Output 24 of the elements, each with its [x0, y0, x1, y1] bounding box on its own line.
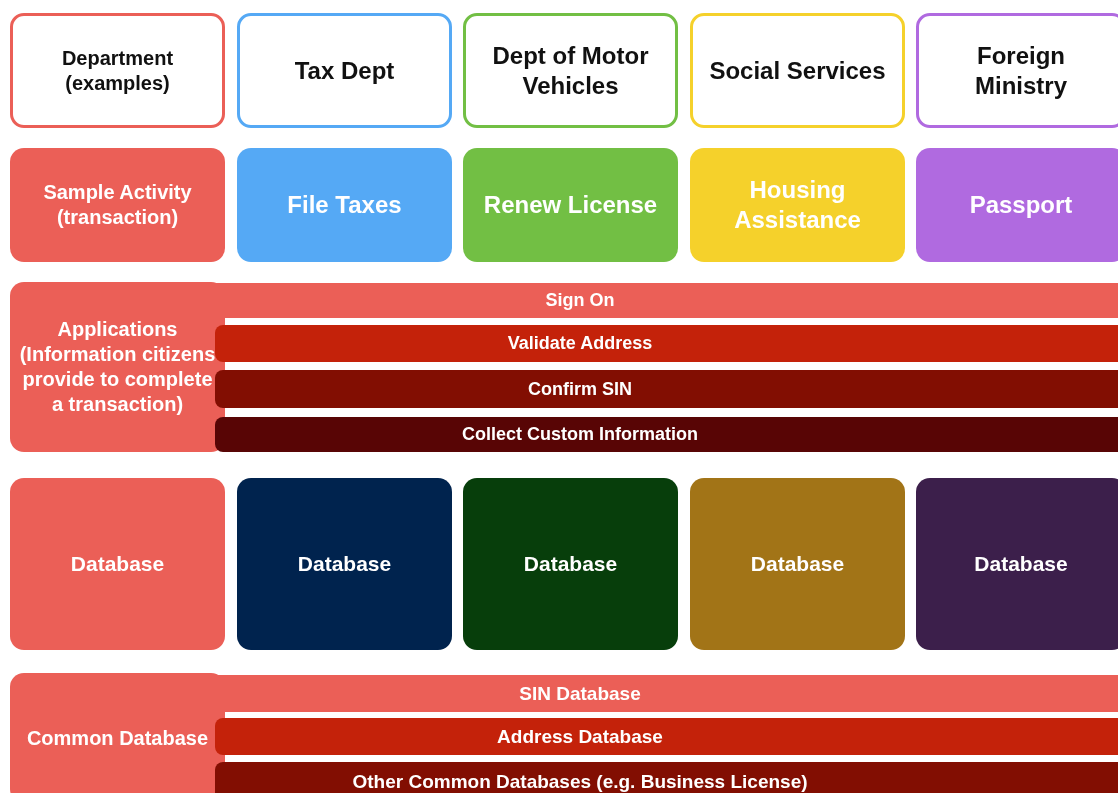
- department-box: Tax Dept: [237, 13, 452, 128]
- department-box: Foreign Ministry: [916, 13, 1118, 128]
- category-panel: Common Database: [10, 673, 225, 793]
- database-box: Database: [10, 478, 225, 650]
- category-panel: Applications (Information citizens provide to complete a transaction): [10, 282, 225, 452]
- process-bar: Confirm SIN: [215, 370, 1118, 408]
- database-box: Database: [237, 478, 452, 650]
- department-box: Dept of Motor Vehicles: [463, 13, 678, 128]
- activity-box: File Taxes: [237, 148, 452, 262]
- database-bar: Other Common Databases (e.g. Business License): [215, 762, 1118, 793]
- activity-box: Sample Activity (transaction): [10, 148, 225, 262]
- database-box: Database: [463, 478, 678, 650]
- activity-box: Housing Assistance: [690, 148, 905, 262]
- department-box: Department (examples): [10, 13, 225, 128]
- database-box: Database: [916, 478, 1118, 650]
- process-bar: Collect Custom Information: [215, 417, 1118, 452]
- activity-box: Passport: [916, 148, 1118, 262]
- database-bar: SIN Database: [215, 675, 1118, 712]
- department-box: Social Services: [690, 13, 905, 128]
- activity-box: Renew License: [463, 148, 678, 262]
- process-bar: Sign On: [215, 283, 1118, 318]
- database-bar: Address Database: [215, 718, 1118, 755]
- database-box: Database: [690, 478, 905, 650]
- process-bar: Validate Address: [215, 325, 1118, 362]
